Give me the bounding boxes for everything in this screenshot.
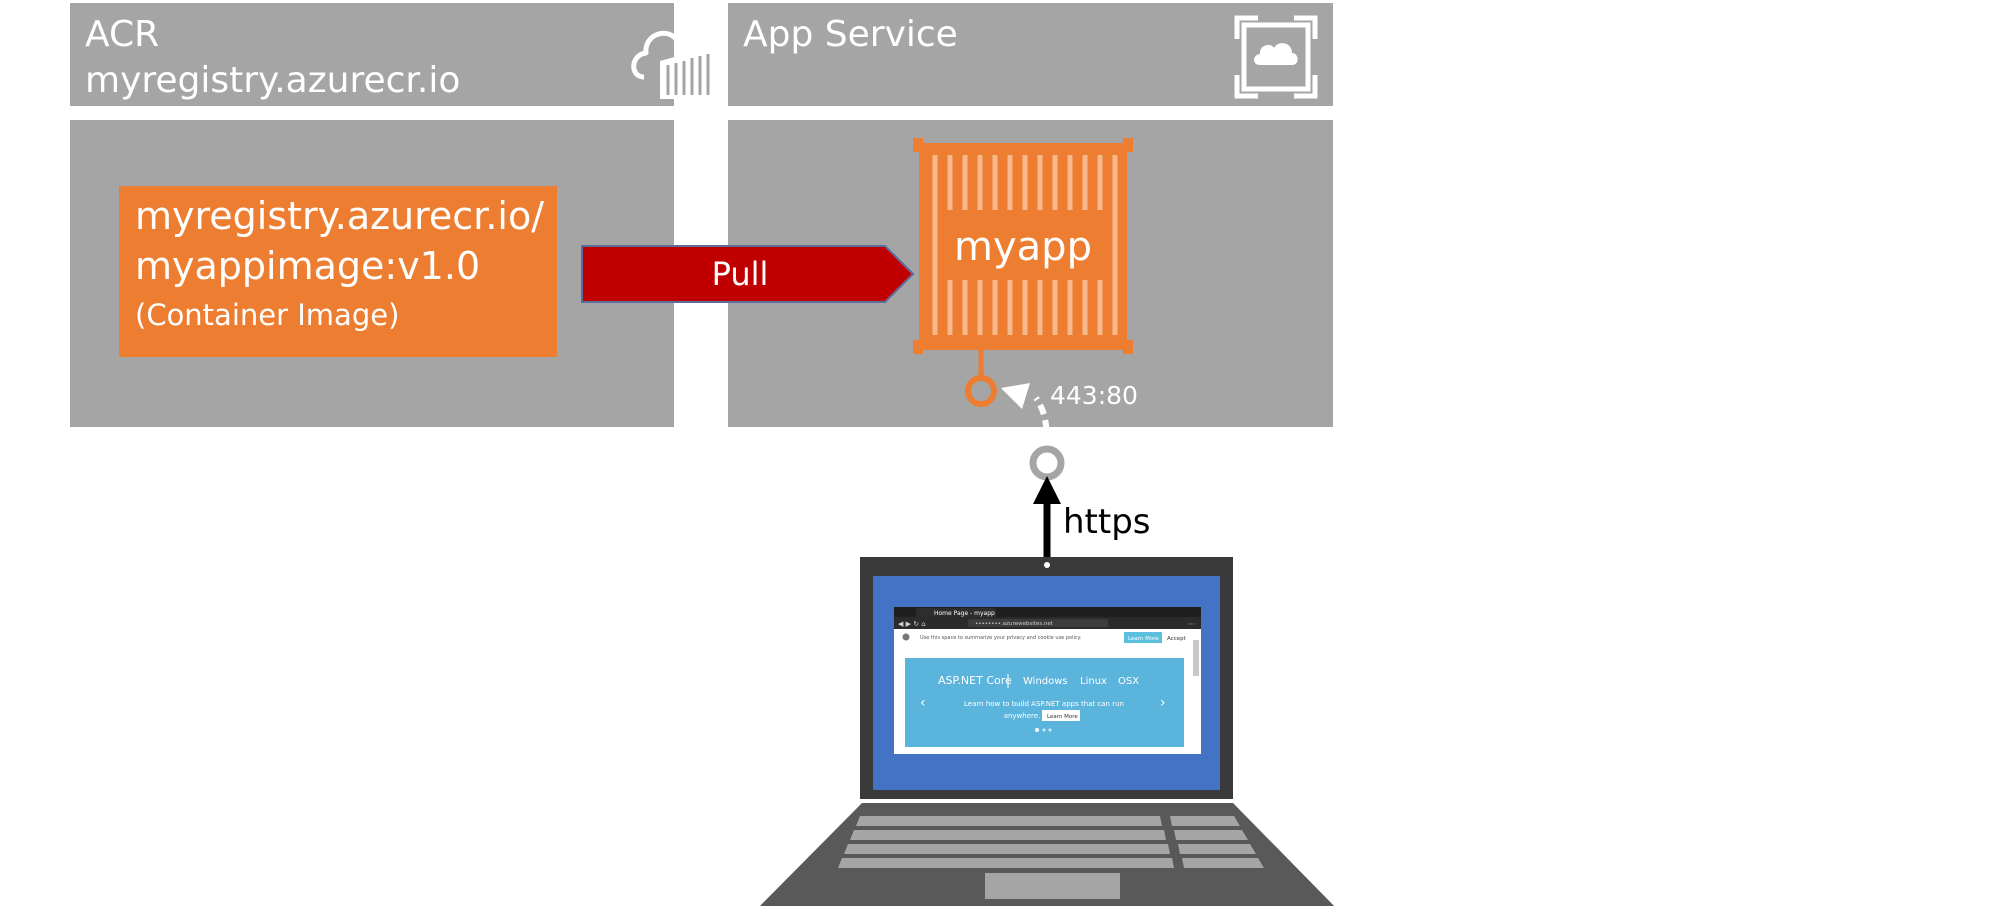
browser-address: ••••••••.azurewebsites.net (975, 621, 1054, 627)
cookie-accept: Accept (1167, 636, 1187, 642)
acr-registry-url: myregistry.azurecr.io (85, 60, 461, 101)
laptop-keyboard (838, 816, 1264, 868)
port-mapping-label: 443:80 (1050, 381, 1138, 410)
carousel-tagline-1: Learn how to build ASP.NET apps that can… (964, 700, 1124, 708)
app-service-icon (1234, 15, 1318, 99)
container-port (965, 350, 997, 407)
pull-arrow: Pull (581, 245, 915, 303)
browser-tab-title: Home Page - myapp (934, 610, 995, 617)
image-caption: (Container Image) (135, 298, 400, 332)
carousel-next-icon: › (1160, 695, 1166, 711)
carousel-prev-icon: ‹ (920, 695, 926, 711)
carousel-tagline-2: anywhere. (1004, 712, 1041, 720)
carousel-platform-windows: Windows (1023, 676, 1068, 687)
image-registry-path: myregistry.azurecr.io/ (135, 194, 545, 238)
container-image-box: myregistry.azurecr.io/ myappimage:v1.0 (… (119, 186, 557, 357)
browser-nav-icons: ◀ ▶ ↻ ⌂ (898, 620, 926, 628)
carousel-platform-osx: OSX (1118, 676, 1139, 687)
app-service-header: App Service (728, 3, 1333, 106)
carousel-learn-more: Learn More (1047, 714, 1078, 720)
acr-title: ACR (85, 14, 160, 55)
container-label: myapp (954, 224, 1092, 270)
pull-label: Pull (712, 255, 769, 293)
port-mapping-arrow (1001, 383, 1050, 447)
cookie-learn-more: Learn More (1128, 636, 1159, 642)
carousel-brand: ASP.NET Core (938, 674, 1012, 687)
https-arrow (1033, 476, 1061, 567)
app-service-title: App Service (743, 14, 958, 55)
acr-header: ACR myregistry.azurecr.io (70, 3, 728, 106)
cookie-notice: Use this space to summarize your privacy… (920, 635, 1082, 641)
ingress-port (1029, 445, 1065, 481)
browser-menu-icon: ⋯ (1188, 620, 1195, 628)
https-label: https (1063, 502, 1151, 542)
container-icon: myapp (913, 138, 1133, 354)
browser-window: Home Page - myapp ••••••••.azurewebsites… (894, 607, 1201, 754)
carousel-platform-linux: Linux (1080, 676, 1107, 687)
registry-cloud-icon (631, 25, 728, 99)
image-name-tag: myappimage:v1.0 (135, 244, 481, 288)
